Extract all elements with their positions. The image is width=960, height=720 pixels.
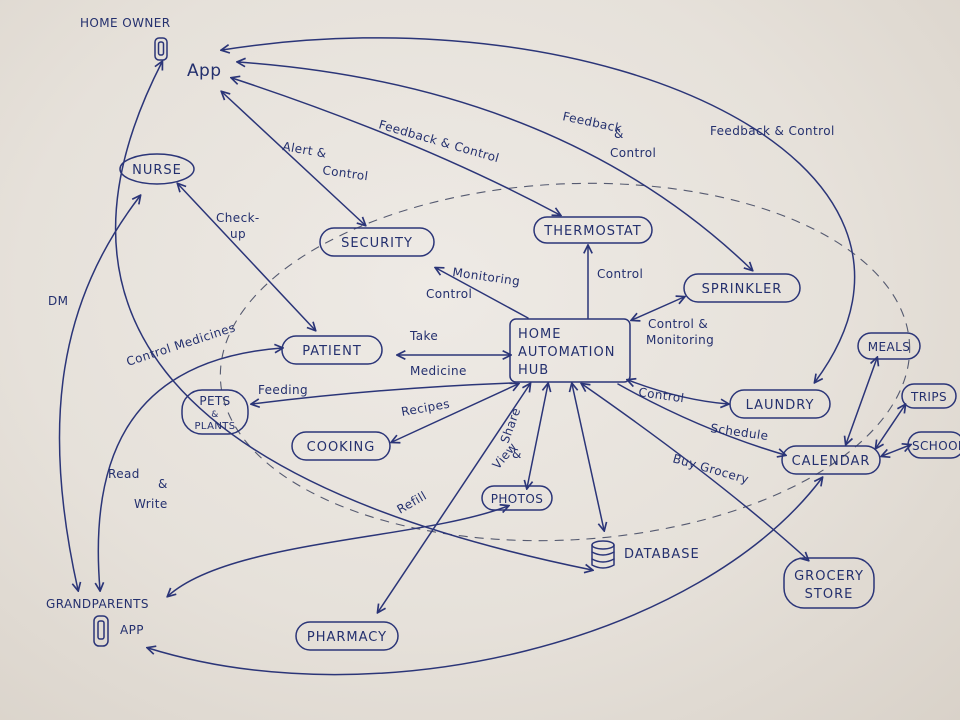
database-icon [591,540,615,569]
edge-label-medicine: Medicine [410,364,467,378]
edge-label-read: Read [108,467,140,481]
photos-label: PHOTOS [491,492,544,506]
database-label: DATABASE [624,547,700,562]
edge-grandparents-photos [168,506,508,596]
edge-label-control-thermostat: Control [597,267,643,281]
meals-label: MEALS [868,340,910,354]
grandparents-app-label: APP [120,623,144,637]
edge-hub-database [572,384,604,530]
grocery-store-node [783,557,875,609]
edge-label-buy-grocery: Buy Grocery [671,451,750,486]
edge-label-feedback-2b: & [614,127,624,141]
edge-grandparents-nurse [58,196,140,590]
edge-label-dm: DM [48,294,68,308]
edge-label-feedback-control-1: Feedback & Control [377,117,501,165]
trips-node [901,383,957,409]
edge-grandparents-calendar [148,478,822,676]
patient-label: PATIENT [302,344,362,359]
meals-node [857,332,921,360]
automation-hub-node [509,318,631,383]
home-owner-label: HOME OWNER [80,16,170,30]
edge-label-control-monitoring-b: Monitoring [646,333,714,347]
laundry-node [729,389,831,419]
hub-label-1: HOME [518,327,561,342]
edge-label-refill: Refill [395,489,430,517]
sprinkler-node [683,273,801,303]
hub-label-2: AUTOMATION [518,345,615,360]
grocery-label-2: STORE [805,587,854,602]
laundry-label: LAUNDRY [746,398,815,413]
security-label: SECURITY [341,236,413,251]
edge-label-control-medicines: Control Medicines [125,320,238,368]
edge-label-take: Take [409,329,438,343]
edge-label-alert: Alert & [281,139,327,161]
cooking-label: COOKING [307,440,376,455]
calendar-node [781,445,881,475]
grandparents-label: GRANDPARENTS [46,597,149,611]
nurse-label: NURSE [132,163,182,178]
sprinkler-label: SPRINKLER [702,282,783,297]
edge-label-read-amp: & [158,477,168,491]
edge-label-alert-control: Control [322,163,370,183]
edge-label-write: Write [134,497,168,511]
edge-label-control-monitoring-a: Control & [648,317,708,331]
plants-label: PLANTS [194,421,235,432]
calendar-label: CALENDAR [792,454,871,469]
pharmacy-node [295,621,399,651]
grocery-label-1: GROCERY [794,569,864,584]
edge-label-check-up: up [230,227,246,241]
edge-hub-sprinkler [632,297,684,320]
edge-label-monitoring: Monitoring [452,265,521,288]
pets-amp-label: & [211,410,218,420]
edge-nurse-patient [178,184,315,330]
phone-icon [154,37,168,61]
edge-calendar-school [882,445,910,456]
edge-calendar-meals [846,358,877,444]
edge-label-recipes: Recipes [400,397,451,419]
pharmacy-label: PHARMACY [307,630,387,645]
edge-label-check: Check- [216,211,260,225]
edge-app-sprinkler [238,62,752,270]
nodes: HOME OWNER App NURSE SECURITY THERMOSTAT… [46,16,960,651]
security-node [319,227,435,257]
grandparents-phone-icon [93,615,109,647]
edge-hub-photos [527,384,548,488]
phone-screen [157,41,165,56]
edge-label-monitoring-control: Control [426,287,472,301]
cooking-node [291,431,391,461]
edge-calendar-trips [876,405,905,448]
grandparents-phone-screen [97,620,105,640]
app-label: App [187,61,221,81]
school-node [907,431,960,459]
pets-label: PETS [199,394,230,408]
edge-label-share-amp: & [512,447,522,461]
edge-grandparents-patient [98,348,282,590]
trips-label: TRIPS [910,390,947,404]
edge-app-calendar [222,37,856,382]
thermostat-label: THERMOSTAT [543,224,641,239]
edge-label-feedback-control-3: Feedback & Control [710,124,835,138]
edge-label-control-laundry: Control [638,385,686,405]
edge-label-feeding: Feeding [258,383,308,397]
hub-label-3: HUB [518,363,549,378]
edge-label-feedback-2c: Control [610,146,656,160]
nurse-node [119,153,195,185]
thermostat-node [533,216,653,244]
photos-node [481,485,553,511]
pets-plants-node [181,389,249,435]
edge-app-security [222,92,365,225]
patient-node [281,335,383,365]
school-label: SCHOOL [912,439,960,453]
